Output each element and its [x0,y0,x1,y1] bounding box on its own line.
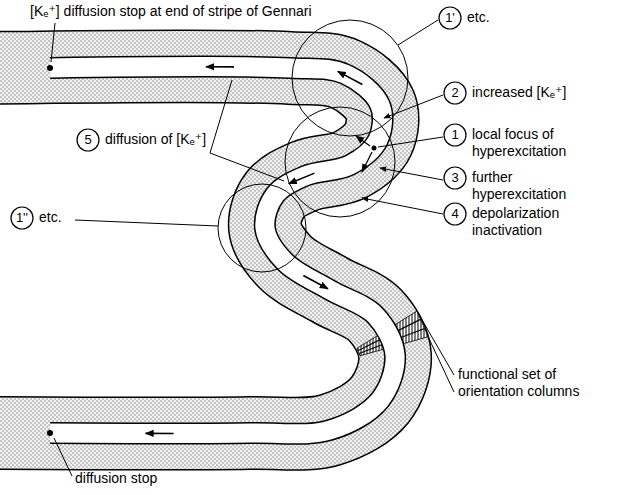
leader-line [51,23,55,62]
callout-circle: 5 [76,128,100,152]
cortex-stipple [0,67,395,434]
diffusion-arrow [338,71,363,84]
region-circles [218,20,408,272]
spread-arrow [362,152,372,172]
leader-line [362,198,443,214]
callout-circle: 1' [438,6,462,30]
diffusion-arrow [206,66,234,68]
leader-line [428,337,454,392]
callout-text: depolarization inactivation [472,202,597,239]
callout-text: increased [Kₑ⁺] [472,81,566,101]
leader-line [210,80,232,153]
diffusion-stop-dot [47,430,53,436]
diffusion-stop-dot [47,65,53,71]
callout-number: 4 [443,202,467,226]
cortex-band [0,65,428,436]
leader-line [398,20,438,45]
spread-arrow [356,136,370,146]
diffusion-arrow [303,275,328,288]
callout: 3further hyperexcitation [443,166,597,203]
callout-number: 1'' [10,206,34,230]
callout-text: further hyperexcitation [472,166,597,203]
callout: 1local focus of hyperexcitation [443,123,597,160]
callout-text: local focus of hyperexcitation [472,123,597,160]
focus-arrows [356,136,377,172]
stripe-outline [50,67,395,434]
region-circle [292,20,408,136]
callout-number: 5 [76,128,100,152]
callout: 1''etc. [10,206,62,230]
diffusion-arrow [146,433,174,435]
leader-line [384,95,443,118]
callout: 5diffusion of [Kₑ⁺] [76,128,206,152]
callout-circle: 2 [443,81,467,105]
region-circle [285,107,395,217]
callout-number: 3 [443,166,467,190]
leader-line [417,311,454,375]
callout-circle: 1 [443,123,467,147]
region-circle [218,184,306,272]
annotation-label: functional set of orientation columns [458,366,598,400]
stripe-of-gennari [50,67,395,434]
callout-number: 2 [443,81,467,105]
callout-text: etc. [39,206,62,226]
callout-number: 1 [443,123,467,147]
callout: 2increased [Kₑ⁺] [443,81,566,105]
callout: 1'etc. [438,6,490,30]
callout: 4depolarization inactivation [443,202,597,239]
focus-dot [372,146,377,151]
leader-line [378,137,443,147]
callout-circle: 3 [443,166,467,190]
callout-text: etc. [467,6,490,26]
annotation-label: diffusion stop [75,470,157,487]
callout-number: 1' [438,6,462,30]
leader-line [210,153,284,181]
leader-lines [417,311,454,392]
callout-circle: 4 [443,202,467,226]
callout-circle: 1'' [10,206,34,230]
band-outline [0,67,395,434]
leader-line [75,220,218,226]
leader-line [380,168,443,180]
annotation-label: [Kₑ⁺] diffusion stop at end of stripe of… [30,3,312,20]
leader-lines [51,20,443,476]
diffusion-arrow [289,173,315,184]
leader-line [54,438,72,476]
callout-text: diffusion of [Kₑ⁺] [105,128,206,148]
